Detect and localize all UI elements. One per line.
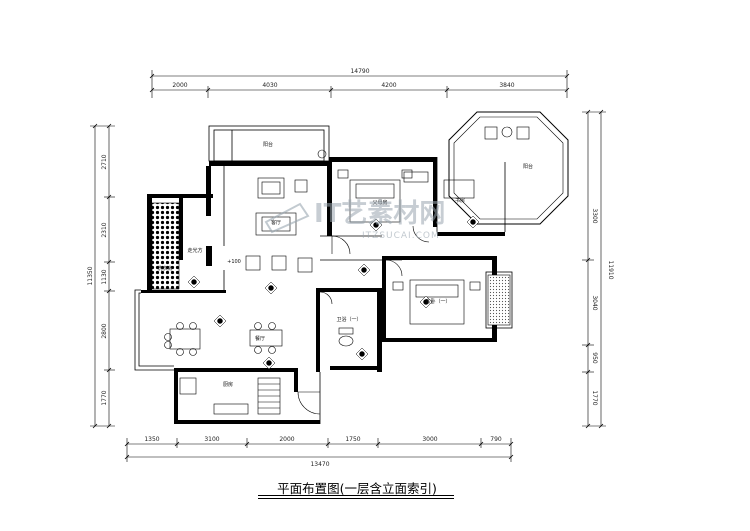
label-balcony-right: 阳台 — [523, 163, 533, 170]
dim-left-1: 2710 — [101, 154, 108, 169]
dim-bottom-3: 2000 — [279, 436, 294, 443]
label-dining: 餐厅 — [255, 335, 265, 342]
watermark-main: IT艺素材网 — [314, 199, 445, 229]
watermark-sub: ITZSUCAI.COM — [362, 231, 440, 241]
dim-bottom-6: 790 — [490, 436, 502, 443]
dim-bottom-4: 1750 — [345, 436, 360, 443]
dim-right-1: 3300 — [591, 208, 598, 223]
dim-left-4: 2800 — [101, 323, 108, 338]
dim-top-2: 4030 — [262, 82, 277, 89]
label-balcony-top: 阳台 — [263, 141, 273, 148]
label-laundry: 洗衣房 — [157, 265, 172, 272]
dim-top-total: 14790 — [350, 68, 369, 75]
dim-bottom-total: 13470 — [310, 461, 329, 468]
label-bedroom-one: 客卧（一） — [425, 298, 450, 305]
dim-right-3: 950 — [591, 352, 598, 364]
title-underline — [258, 495, 454, 496]
title-underline-2 — [258, 498, 454, 499]
dim-top-4: 3840 — [499, 82, 514, 89]
dim-bottom-2: 3100 — [204, 436, 219, 443]
drawing-title: 平面布置图(一层含立面索引) — [277, 481, 437, 496]
dim-bottom-1: 1350 — [144, 436, 159, 443]
dim-right-4: 1770 — [591, 390, 598, 405]
label-kitchen: 厨房 — [223, 381, 233, 388]
label-master-bedroom: 父母房 — [372, 199, 387, 206]
dim-bottom-5: 3000 — [422, 436, 437, 443]
label-study: 书房 — [455, 197, 465, 204]
level-mark: +100 — [227, 259, 241, 265]
dim-left-3: 1130 — [101, 269, 108, 284]
dim-left-total: 11350 — [87, 266, 94, 285]
dim-right-total: 11910 — [607, 260, 614, 279]
label-corridor: 走光方 — [187, 247, 202, 254]
label-living-room: 客厅 — [271, 219, 281, 226]
dim-top-3: 4200 — [381, 82, 396, 89]
dim-left-2: 2310 — [101, 222, 108, 237]
dim-left-5: 1770 — [101, 390, 108, 405]
dim-top-1: 2000 — [172, 82, 187, 89]
watermark: IT艺素材网 ITZSUCAI.COM — [264, 199, 445, 241]
label-bathroom-one: 卫浴（一） — [336, 316, 361, 323]
dim-right-2: 3040 — [591, 295, 598, 310]
